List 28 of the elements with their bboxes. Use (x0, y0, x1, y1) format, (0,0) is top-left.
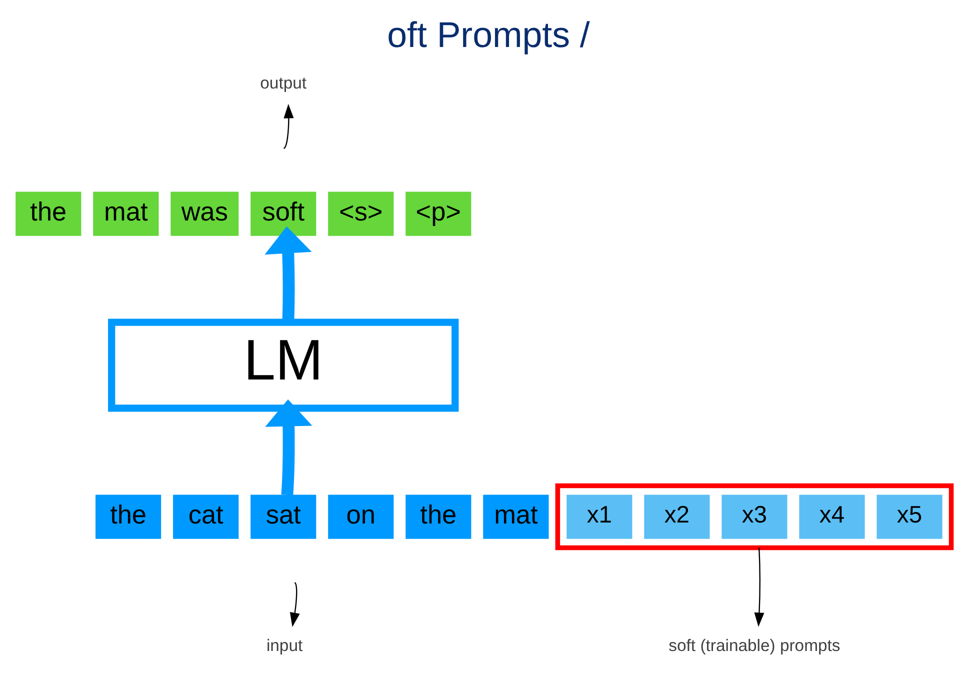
arrow (282, 103, 294, 148)
node-box: the (95, 494, 161, 538)
node-box: mat (92, 191, 158, 236)
node-box: <s> (328, 191, 394, 236)
node-box: soft (250, 191, 316, 236)
node-text: input (266, 636, 302, 655)
arrow (264, 398, 312, 495)
node-text: soft (trainable) prompts (668, 636, 840, 655)
node-box: LM (108, 318, 458, 412)
node-box: x5 (876, 494, 942, 538)
node-box: the (405, 494, 471, 538)
arrow (754, 547, 764, 626)
node-box: the (15, 191, 81, 236)
node-box: x1 (566, 494, 632, 538)
node-box: mat (482, 494, 548, 538)
node-box: cat (172, 494, 238, 538)
node-box: sat (250, 494, 316, 538)
node-box: <p> (405, 191, 471, 236)
arrow (264, 226, 312, 322)
node-box: x4 (798, 494, 864, 538)
cluster (554, 482, 954, 550)
node-text: output (260, 73, 306, 92)
node-box: x3 (721, 494, 787, 538)
node-box: was (170, 191, 238, 236)
node-box: x2 (644, 494, 710, 538)
node-box: on (328, 494, 394, 538)
arrow (289, 582, 300, 627)
diagram-title: oft Prompts / (386, 14, 590, 55)
